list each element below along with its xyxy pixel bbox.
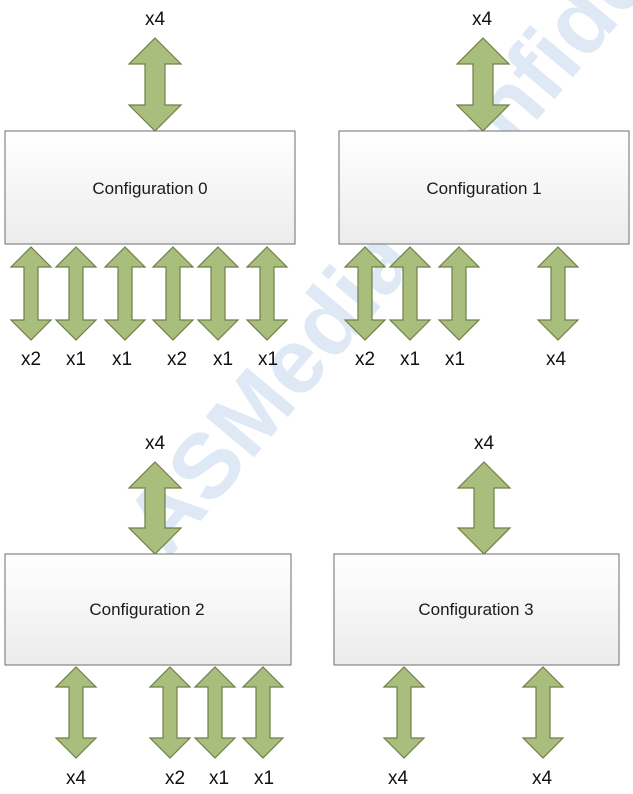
double-arrow-shape — [437, 246, 481, 341]
downstream-arrow-config-1-port-0 — [343, 246, 387, 341]
downstream-label-config-2-port-2: x1 — [209, 768, 229, 789]
double-arrow-shape — [343, 246, 387, 341]
configuration-3: x4 Configuration 3 x4 x4 — [333, 433, 620, 789]
downstream-label-config-3-port-1: x4 — [532, 768, 553, 789]
downstream-label-config-1-port-3: x4 — [546, 349, 567, 370]
downstream-arrow-config-0-port-3 — [151, 246, 195, 341]
upstream-arrow-config-3 — [456, 461, 512, 555]
config-box-1: Configuration 1 — [338, 130, 630, 245]
config-title-0: Configuration 0 — [92, 179, 207, 198]
config-box-3: Configuration 3 — [333, 553, 620, 666]
double-arrow-shape — [127, 37, 183, 132]
upstream-label-config-3: x4 — [474, 433, 495, 454]
upstream-label-config-1: x4 — [472, 9, 493, 30]
double-arrow-shape — [54, 246, 98, 341]
downstream-label-config-3-port-0: x4 — [388, 768, 409, 789]
double-arrow-shape — [9, 246, 53, 341]
downstream-label-config-0-port-5: x1 — [258, 349, 278, 370]
upstream-label-config-0: x4 — [145, 9, 166, 30]
config-title-2: Configuration 2 — [89, 600, 204, 619]
downstream-label-config-2-port-3: x1 — [254, 768, 274, 789]
double-arrow-shape — [54, 666, 98, 759]
config-title-3: Configuration 3 — [418, 600, 533, 619]
config-box-0: Configuration 0 — [4, 130, 296, 245]
downstream-label-config-1-port-1: x1 — [400, 349, 420, 370]
downstream-label-config-0-port-0: x2 — [21, 349, 41, 370]
downstream-arrow-config-0-port-5 — [245, 246, 289, 341]
downstream-arrow-config-2-port-3 — [241, 666, 285, 759]
downstream-arrow-config-1-port-1 — [388, 246, 432, 341]
config-title-1: Configuration 1 — [426, 179, 541, 198]
double-arrow-shape — [193, 666, 237, 759]
double-arrow-shape — [148, 666, 192, 759]
downstream-arrow-config-1-port-2 — [437, 246, 481, 341]
configuration-1: x4 Configuration 1 x2 x1 x1 x4 — [338, 9, 630, 370]
configuration-0: x4 Configuration 0 x2 x1 x1 x2 x1 x1 — [4, 9, 296, 370]
downstream-arrow-config-3-port-0 — [382, 666, 426, 759]
downstream-arrow-config-1-port-3 — [536, 246, 580, 341]
double-arrow-shape — [241, 666, 285, 759]
double-arrow-shape — [456, 461, 512, 555]
double-arrow-shape — [103, 246, 147, 341]
downstream-label-config-0-port-1: x1 — [66, 349, 86, 370]
downstream-arrow-config-0-port-2 — [103, 246, 147, 341]
double-arrow-shape — [382, 666, 426, 759]
downstream-label-config-1-port-2: x1 — [445, 349, 465, 370]
configuration-2: x4 Configuration 2 x4 x2 x1 x1 — [4, 433, 292, 789]
double-arrow-shape — [151, 246, 195, 341]
downstream-arrow-config-2-port-2 — [193, 666, 237, 759]
upstream-label-config-2: x4 — [145, 433, 166, 454]
downstream-label-config-2-port-0: x4 — [66, 768, 87, 789]
downstream-arrow-config-2-port-0 — [54, 666, 98, 759]
downstream-arrow-config-3-port-1 — [521, 666, 565, 759]
double-arrow-shape — [521, 666, 565, 759]
downstream-label-config-0-port-4: x1 — [213, 349, 233, 370]
double-arrow-shape — [388, 246, 432, 341]
config-box-2: Configuration 2 — [4, 553, 292, 666]
downstream-label-config-0-port-2: x1 — [112, 349, 132, 370]
downstream-arrow-config-0-port-1 — [54, 246, 98, 341]
downstream-label-config-0-port-3: x2 — [167, 349, 187, 370]
double-arrow-shape — [196, 246, 240, 341]
downstream-arrow-config-0-port-4 — [196, 246, 240, 341]
downstream-arrow-config-2-port-1 — [148, 666, 192, 759]
double-arrow-shape — [536, 246, 580, 341]
downstream-label-config-2-port-1: x2 — [165, 768, 185, 789]
upstream-arrow-config-0 — [127, 37, 183, 132]
downstream-arrow-config-0-port-0 — [9, 246, 53, 341]
downstream-label-config-1-port-0: x2 — [355, 349, 375, 370]
double-arrow-shape — [245, 246, 289, 341]
